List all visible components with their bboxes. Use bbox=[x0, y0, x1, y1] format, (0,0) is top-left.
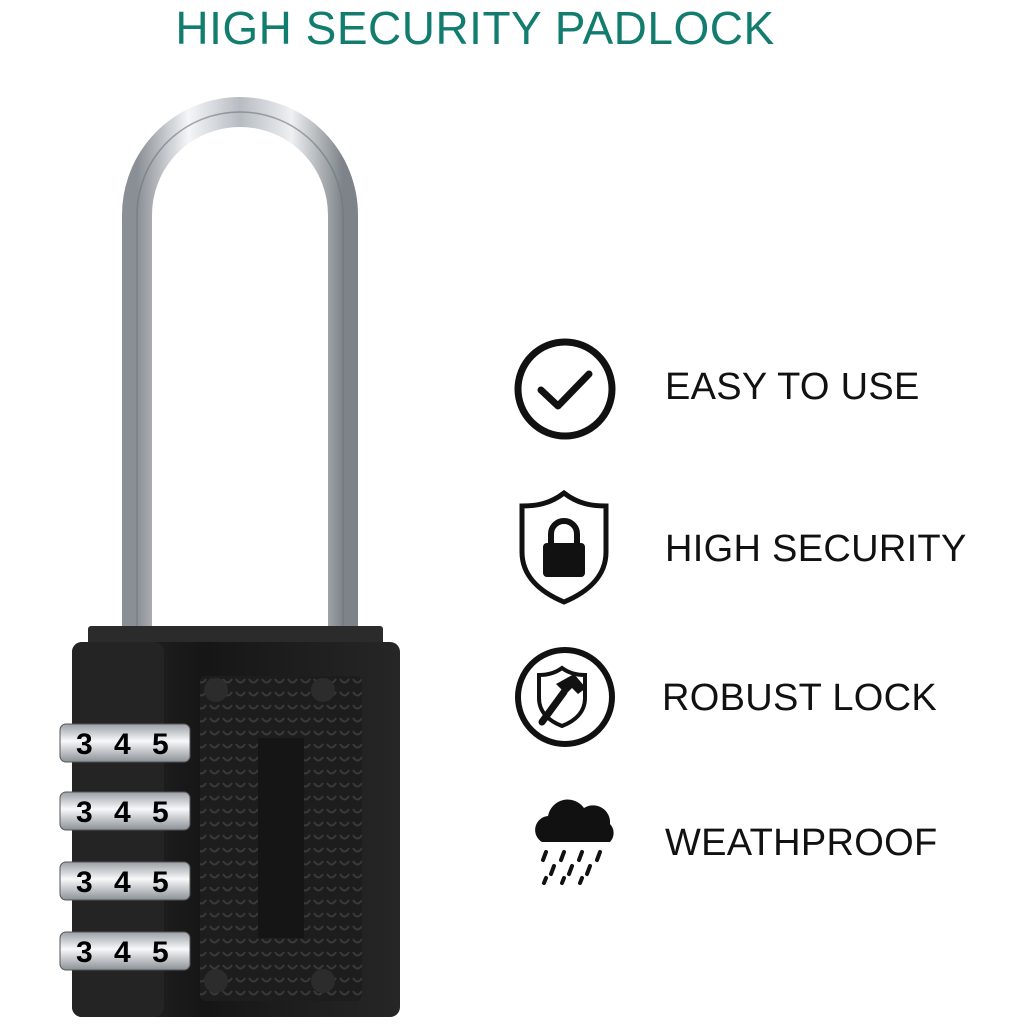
dial-1[interactable]: 3 4 5 bbox=[59, 723, 191, 763]
dial-4[interactable]: 3 4 5 bbox=[59, 931, 191, 971]
check-circle-icon bbox=[514, 338, 616, 440]
dial-digit: 4 bbox=[114, 866, 131, 899]
dial-digit: 4 bbox=[114, 936, 131, 969]
dial-digit: 5 bbox=[152, 796, 169, 829]
feature-label-easy-to-use: EASY TO USE bbox=[665, 366, 920, 408]
dial-digit: 3 bbox=[76, 866, 93, 899]
rain-cloud-icon bbox=[535, 799, 614, 885]
shield-lock-icon bbox=[519, 489, 609, 605]
shackle bbox=[122, 97, 358, 640]
padlock-image: 3 4 5 3 4 5 3 4 5 3 4 5 bbox=[59, 97, 400, 1017]
dial-digit: 5 bbox=[152, 866, 169, 899]
shield-hammer-icon bbox=[515, 647, 615, 747]
dial-2[interactable]: 3 4 5 bbox=[59, 791, 191, 831]
feature-label-weathproof: WEATHPROOF bbox=[665, 822, 938, 864]
dial-digit: 4 bbox=[114, 728, 131, 761]
page-title: HIGH SECURITY PADLOCK bbox=[175, 2, 775, 54]
dial-digit: 3 bbox=[76, 796, 93, 829]
dial-digit: 4 bbox=[114, 796, 131, 829]
dial-digit: 5 bbox=[152, 728, 169, 761]
feature-label-robust-lock: ROBUST LOCK bbox=[662, 677, 937, 719]
dial-3[interactable]: 3 4 5 bbox=[59, 861, 191, 901]
feature-label-high-security: HIGH SECURITY bbox=[665, 528, 967, 570]
dial-digit: 3 bbox=[76, 936, 93, 969]
dial-digit: 3 bbox=[76, 728, 93, 761]
dial-digit: 5 bbox=[152, 936, 169, 969]
